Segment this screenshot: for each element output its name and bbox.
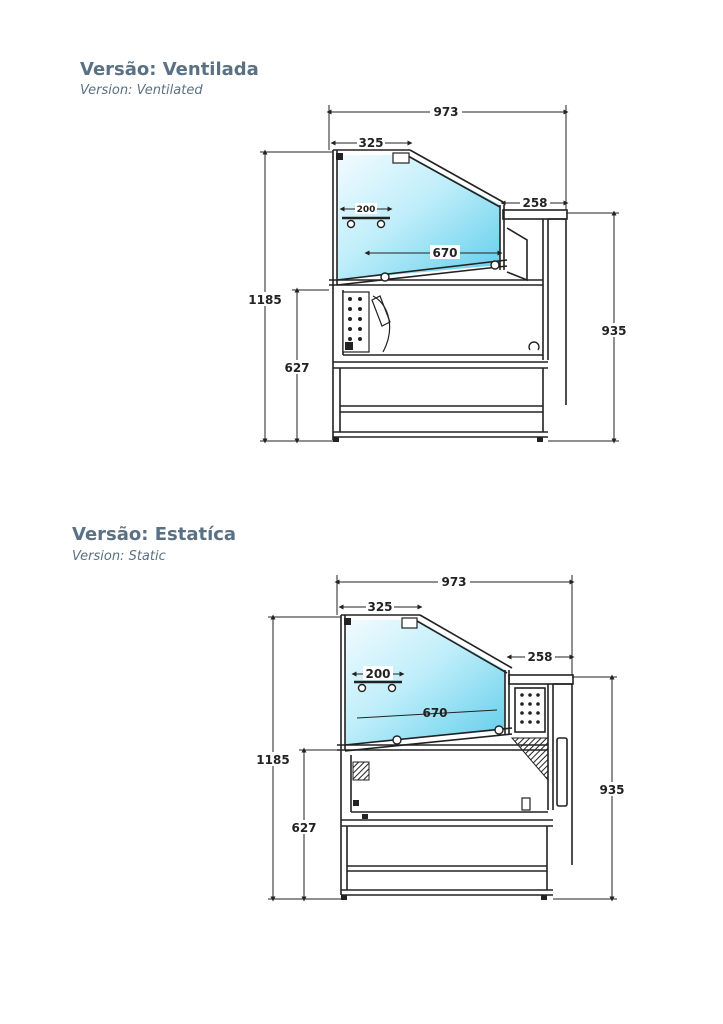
cabinet-outline bbox=[337, 614, 574, 896]
shelf bbox=[342, 216, 390, 229]
deck-wheel-icon bbox=[494, 725, 504, 735]
dim-total-height: 1185 bbox=[248, 293, 281, 307]
dim-shelf-spacing: 200 bbox=[357, 205, 376, 215]
foot-icon bbox=[362, 814, 368, 819]
section-subtitle-static: Version: Static bbox=[72, 549, 166, 564]
evaporator-unit bbox=[342, 291, 391, 353]
dim-shelf-spacing: 200 bbox=[365, 667, 390, 681]
section-subtitle-ventilated: Version: Ventilated bbox=[80, 83, 203, 98]
dim-total-depth: 973 bbox=[441, 575, 466, 589]
cooling-coil bbox=[510, 737, 549, 782]
hinge-icon bbox=[344, 618, 351, 625]
dim-counter-depth: 258 bbox=[527, 650, 552, 664]
dim-counter-height: 935 bbox=[601, 324, 626, 338]
sensor-icon bbox=[353, 800, 359, 806]
dim-counter-depth: 258 bbox=[522, 196, 547, 210]
deck-wheel-icon bbox=[380, 272, 390, 282]
section-title-static: Versão: Estatíca bbox=[72, 524, 237, 545]
dim-inner-depth: 670 bbox=[422, 706, 447, 720]
drain-icon bbox=[528, 341, 540, 351]
dimension-labels: 973 325 258 200 670 1185 627 935 bbox=[256, 574, 626, 835]
section-title-ventilated: Versão: Ventilada bbox=[80, 59, 259, 80]
shelf bbox=[354, 680, 402, 693]
dim-upper-depth: 325 bbox=[367, 600, 392, 614]
dim-total-height: 1185 bbox=[256, 753, 289, 767]
dim-counter-height: 935 bbox=[599, 783, 624, 797]
dim-base-height: 627 bbox=[284, 361, 309, 375]
foot-icon bbox=[541, 895, 547, 900]
lamp-icon bbox=[392, 152, 410, 164]
foot-icon bbox=[333, 437, 339, 442]
hinge-icon bbox=[336, 153, 343, 160]
dimension-labels: 973 325 258 200 670 1185 627 935 bbox=[248, 104, 628, 375]
dim-inner-depth: 670 bbox=[432, 246, 457, 260]
lamp-icon bbox=[401, 617, 418, 629]
ventilated-cabinet-diagram: 973 325 258 200 670 1185 627 935 bbox=[248, 104, 628, 444]
dim-base-height: 627 bbox=[291, 821, 316, 835]
dim-upper-depth: 325 bbox=[358, 136, 383, 150]
counter-unit-vents bbox=[520, 693, 540, 724]
foot-icon bbox=[537, 437, 543, 442]
drain-icon bbox=[521, 797, 531, 811]
evaporator-icon bbox=[352, 761, 370, 781]
deck-wheel-icon bbox=[392, 735, 402, 745]
deck-wheel-icon bbox=[490, 260, 500, 270]
foot-icon bbox=[341, 895, 347, 900]
glass-display-area bbox=[345, 620, 505, 745]
dim-total-depth: 973 bbox=[433, 105, 458, 119]
